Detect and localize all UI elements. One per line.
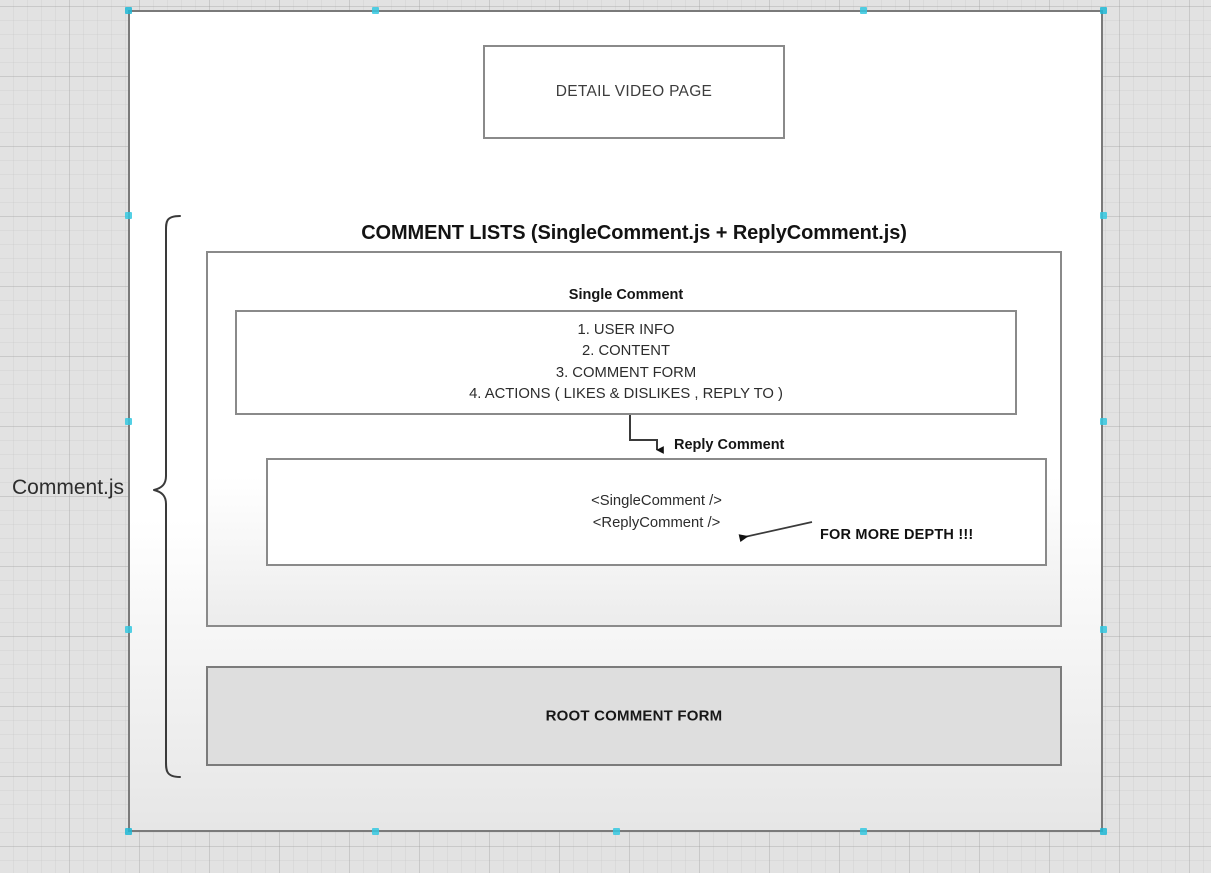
single-comment-item: 1. USER INFO: [577, 321, 675, 338]
comment-lists-heading: COMMENT LISTS (SingleComment.js + ReplyC…: [361, 222, 907, 244]
handle-top-center-left[interactable]: [372, 7, 379, 14]
handle-top-left[interactable]: [125, 7, 132, 14]
handle-bottom-center-left[interactable]: [372, 828, 379, 835]
for-more-depth-annotation: FOR MORE DEPTH !!!: [820, 527, 974, 543]
single-comment-item: 4. ACTIONS ( LIKES & DISLIKES , REPLY TO…: [469, 386, 783, 402]
handle-right-middle[interactable]: [1100, 418, 1107, 425]
root-comment-form-node[interactable]: ROOT COMMENT FORM: [206, 666, 1062, 766]
single-comment-item: 3. COMMENT FORM: [555, 364, 697, 381]
single-comment-item: 2. CONTENT: [582, 343, 670, 359]
handle-bottom-center[interactable]: [613, 828, 620, 835]
single-comment-item-list: 1. USER INFO 2. CONTENT 3. COMMENT FORM …: [237, 320, 1015, 406]
root-comment-form-label: ROOT COMMENT FORM: [545, 707, 723, 725]
handle-bottom-center-right[interactable]: [860, 828, 867, 835]
detail-video-page-node[interactable]: DETAIL VIDEO PAGE: [483, 45, 785, 139]
handle-right-upper[interactable]: [1100, 212, 1107, 219]
reply-comment-node[interactable]: <SingleComment /> <ReplyComment />: [266, 458, 1047, 566]
handle-top-center-right[interactable]: [860, 7, 867, 14]
comment-js-brace-label: Comment.js: [12, 476, 125, 499]
handle-bottom-left[interactable]: [125, 828, 132, 835]
reply-comment-tag: <ReplyComment />: [592, 515, 721, 531]
handle-left-upper[interactable]: [125, 212, 132, 219]
detail-video-page-label: DETAIL VIDEO PAGE: [555, 83, 713, 100]
handle-left-lower[interactable]: [125, 626, 132, 633]
handle-bottom-right[interactable]: [1100, 828, 1107, 835]
single-comment-node[interactable]: 1. USER INFO 2. CONTENT 3. COMMENT FORM …: [235, 310, 1017, 415]
reply-comment-heading: Reply Comment: [674, 437, 785, 453]
handle-top-right[interactable]: [1100, 7, 1107, 14]
reply-comment-tag: <SingleComment />: [591, 493, 722, 509]
single-comment-heading: Single Comment: [568, 287, 684, 303]
handle-right-lower[interactable]: [1100, 626, 1107, 633]
handle-left-middle[interactable]: [125, 418, 132, 425]
comment-lists-container-node[interactable]: [206, 251, 1062, 627]
reply-comment-tag-list: <SingleComment /> <ReplyComment />: [268, 490, 1045, 534]
